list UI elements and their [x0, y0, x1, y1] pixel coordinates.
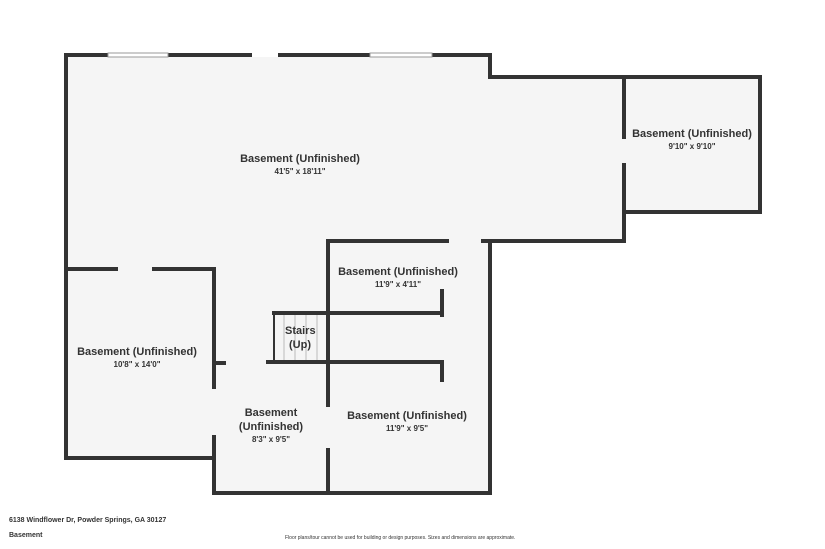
room-dims: 9'10" x 9'10" [668, 142, 716, 151]
windows [107, 52, 433, 58]
room-label-hall: Basement (Unfinished) 8'3" x 9'5" [231, 406, 311, 445]
room-dims: 10'8" x 14'0" [113, 360, 161, 369]
room-dims: 8'3" x 9'5" [251, 435, 291, 444]
walls [64, 53, 762, 495]
room-name: Basement (Unfinished) [632, 128, 752, 140]
floor-area [66, 55, 760, 493]
room-name: Basement (Unfinished) [240, 153, 360, 165]
address: 6138 Windflower Dr, Powder Springs, GA 3… [9, 517, 167, 524]
room-label-upper-center: Basement (Unfinished) 11'9" x 4'11" [338, 265, 458, 290]
room-name: Basement (Unfinished) [347, 410, 467, 422]
room-dims: 41'5" x 18'11" [274, 167, 326, 176]
room-dims: 11'9" x 9'5" [385, 424, 429, 433]
doorway [252, 53, 278, 57]
room-name: Basement (Unfinished) [77, 346, 197, 358]
room-name: Basement (Unfinished) [238, 407, 304, 433]
stair-treads [283, 315, 318, 360]
room-label-lower-center: Basement (Unfinished) 11'9" x 9'5" [347, 409, 467, 434]
room-label-left: Basement (Unfinished) 10'8" x 14'0" [77, 345, 197, 370]
room-name: Basement (Unfinished) [338, 266, 458, 278]
room-label-small-right: Basement (Unfinished) 9'10" x 9'10" [632, 127, 752, 152]
disclaimer: Floor plans/tour cannot be used for buil… [285, 535, 516, 541]
room-label-main: Basement (Unfinished) 41'5" x 18'11" [240, 152, 360, 177]
room-dims: 11'9" x 4'11" [374, 280, 422, 289]
floor-name: Basement [9, 532, 43, 539]
stairs-label: Stairs (Up) [285, 325, 316, 351]
